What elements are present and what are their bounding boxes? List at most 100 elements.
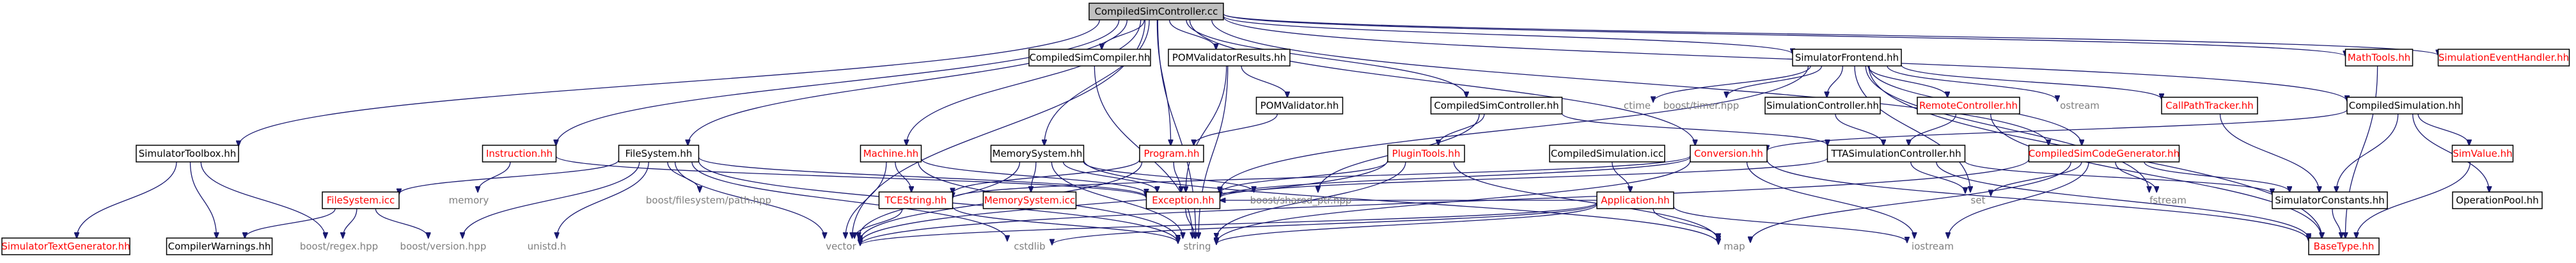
edge-compiledsimcodegen-to-simconstants [2144,161,2289,192]
edge-compiledsimulation_hh-to-operationpool [2412,113,2490,192]
node-label: memory [449,195,489,206]
node-callpathtracker-hh[interactable]: CallPathTracker.hh [2161,97,2258,115]
node-boost-version-hpp: boost/version.hpp [400,241,487,252]
node-box [1145,191,1221,209]
edge-filesystem-to-unistd [557,161,649,238]
edge-root-to-program [1156,19,1170,145]
node-label: SimulatorConstants.hh [2275,195,2384,206]
edge-compiledsimcodegen-to-iostream [1948,161,2089,238]
node-box [990,145,1085,163]
edge-root-to-simeventhandler [1223,13,2439,56]
node-box [482,145,557,163]
node-application-hh[interactable]: Application.hh [1596,191,1674,209]
edge-filesystem-to-filesystem_icc [399,159,620,195]
node-basetype-hh[interactable]: BaseType.hh [2308,237,2380,255]
edge-instruction-to-exception [555,155,1147,198]
node-filesystem-icc[interactable]: FileSystem.icc [322,191,400,209]
node-label: SimulatorFrontend.hh [1795,52,1899,63]
node-box [1792,49,1902,67]
node-remotecontroller-hh[interactable]: RemoteController.hh [1917,97,2020,115]
node-machine-hh[interactable]: Machine.hh [860,145,922,163]
node-ttasimulationcontroller-hh[interactable]: TTASimulationController.hh [1826,145,1966,163]
edge-root-to-mathtools [1223,13,2346,56]
edge-application-to-vector [860,202,1598,246]
node-label: CallPathTracker.hh [2165,100,2253,111]
edge-ttasimcontroller-to-simconstants [1964,161,2273,195]
node-label: cstdlib [1014,241,1045,252]
edge-machine-to-vector [845,161,887,238]
edge-plugintools-to-vector [860,159,1388,244]
node-simulatorconstants-hh[interactable]: SimulatorConstants.hh [2272,191,2388,209]
node-box [1028,49,1151,67]
node-label: Application.hh [1601,195,1670,206]
edge-compiledsimcontroller_hh-to-plugintools [1438,113,1485,145]
node-box [2272,191,2388,209]
node-label: boost/shared_ptr.hpp [1250,195,1352,207]
node-compilerwarnings-hh[interactable]: CompilerWarnings.hh [166,237,273,255]
node-label: Instruction.hh [486,148,553,159]
edge-program-to-tcestring [953,159,1140,193]
edge-simulationcontroller-to-ttasimcontroller [1835,113,1883,145]
edge-simulatortoolbox-to-simtextgen [77,161,177,238]
edge-exception-to-string [1185,208,1195,238]
node-exception-hh[interactable]: Exception.hh [1145,191,1221,209]
node-label: POMValidator.hh [1261,100,1339,111]
node-label: unistd.h [528,241,567,252]
node-filesystem-hh[interactable]: FileSystem.hh [618,145,700,163]
node-simulationcontroller-hh[interactable]: SimulationController.hh [1764,97,1881,115]
node-instruction-hh[interactable]: Instruction.hh [482,145,557,163]
node-label: Conversion.hh [1694,148,1763,159]
edge-root-to-machine [906,19,1142,145]
node-memorysystem-hh[interactable]: MemorySystem.hh [990,145,1085,163]
node-box [1596,191,1674,209]
edge-instruction-to-memory [478,161,511,192]
node-operationpool-hh[interactable]: OperationPool.hh [2452,191,2543,209]
node-iostream: iostream [1912,241,1954,252]
node-conversion-hh[interactable]: Conversion.hh [1690,145,1768,163]
edge-compiledsimulation_hh-to-simconstants [2336,113,2399,192]
node-memorysystem-icc[interactable]: MemorySystem.icc [982,191,1077,209]
node-ctime: ctime [1624,100,1651,111]
node-compiledsimulation-icc[interactable]: CompiledSimulation.icc [1549,145,1665,163]
node-simvalue-hh[interactable]: SimValue.hh [2451,145,2514,163]
node-label: SimulatorToolbox.hh [139,148,236,159]
node-pomvalidator-hh[interactable]: POMValidator.hh [1255,97,1344,115]
node-box [982,191,1077,209]
node-label: CompiledSimulation.hh [2349,100,2461,111]
node-box [2308,237,2380,255]
node-compiledsimcontroller-hh[interactable]: CompiledSimController.hh [1430,97,1563,115]
edge-pomvalidatorresults-to-pomvalidator [1241,65,1287,97]
edge-root-to-conversion [1189,19,1695,145]
node-mathtools-hh[interactable]: MathTools.hh [2344,49,2414,67]
edge-simconstants-to-basetype [2332,208,2341,238]
node-label: boost/version.hpp [400,241,487,252]
node-pomvalidatorresults-hh[interactable]: POMValidatorResults.hh [1168,49,1291,67]
edge-remotecontroller-to-ttasimcontroller [1909,113,1957,145]
node-label: Machine.hh [863,148,919,159]
node-unistd-h: unistd.h [528,241,567,252]
node-label: ostream [2060,100,2100,111]
node-compiledsimulation-hh[interactable]: CompiledSimulation.hh [2346,97,2463,115]
edge-ttasimcontroller-to-basetype [1936,161,2309,239]
node-tcestring-hh[interactable]: TCEString.hh [878,191,954,209]
node-program-hh[interactable]: Program.hh [1139,145,1204,163]
node-simulatorfrontend-hh[interactable]: SimulatorFrontend.hh [1792,49,1902,67]
node-plugintools-hh[interactable]: PluginTools.hh [1387,145,1465,163]
edge-root-to-filesystem [688,19,1128,145]
edge-root-to-compiledsimcontroller_hh [1186,19,1466,97]
node-box [2346,97,2463,115]
edge-filesystem_icc-to-boostregex [343,208,357,238]
edge-tcestring-to-vector [854,208,903,238]
edge-tcestring-to-string [952,206,1179,243]
edge-simulatorfrontend-to-set [1854,65,1970,192]
node-compiledsimcompiler-hh[interactable]: CompiledSimCompiler.hh [1028,49,1151,67]
node-simulatortoolbox-hh[interactable]: SimulatorToolbox.hh [136,145,239,163]
node-compiledsimcodegenerator-hh[interactable]: CompiledSimCodeGenerator.hh [2028,145,2180,163]
node-simulationeventhandler-hh[interactable]: SimulationEventHandler.hh [2437,49,2570,67]
node-box [2451,145,2514,163]
node-box [1168,49,1291,67]
edge-memorysystem-to-exception [1062,161,1158,192]
node-label: set [1971,195,1986,206]
edge-simulatorfrontend-to-ostream [1887,65,2057,101]
node-simulatortextgenerator-hh[interactable]: SimulatorTextGenerator.hh [1,237,130,255]
